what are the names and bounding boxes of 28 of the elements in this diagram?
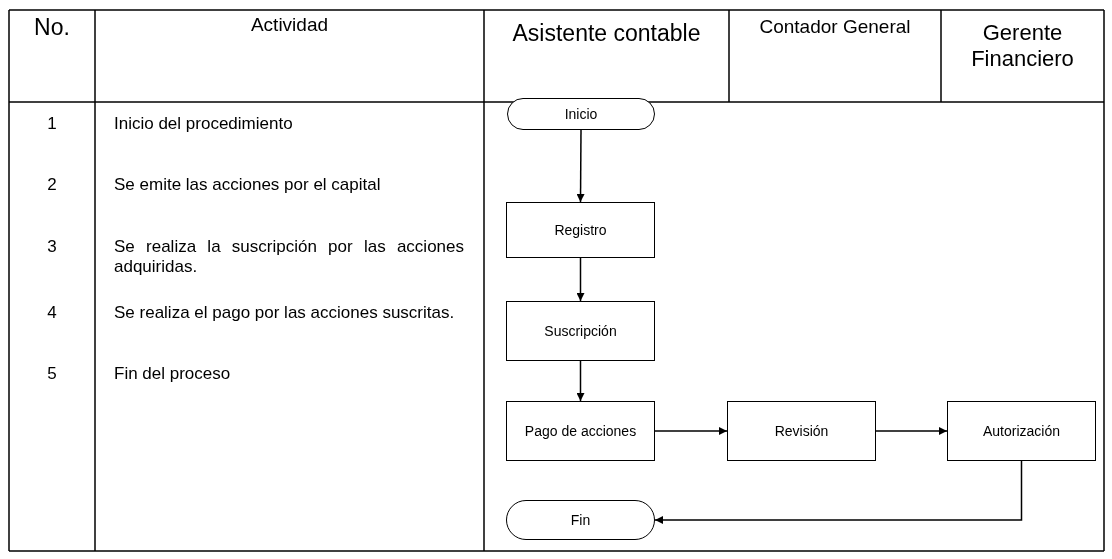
- arrow: [654, 427, 728, 435]
- column-header: No.: [33, 14, 71, 42]
- arrow: [576, 129, 585, 203]
- row-number: 3: [46, 237, 58, 257]
- column-header: Actividad: [249, 14, 330, 37]
- process-box: Suscripción: [506, 301, 655, 361]
- row-number: 5: [46, 364, 58, 384]
- arrow: [576, 360, 585, 402]
- column-header: Asistente contable: [511, 20, 702, 48]
- activity-text: Se emite las acciones por el capital: [114, 175, 382, 196]
- row-number: 1: [46, 114, 58, 134]
- activity-text: Se realiza la suscripción por las acciones adquiridas.: [114, 237, 464, 278]
- arrow: [654, 460, 1023, 524]
- row-number: 4: [46, 303, 58, 323]
- process-box: Pago de acciones: [506, 401, 655, 461]
- process-box: Registro: [506, 202, 655, 258]
- activity-text: Se realiza el pago por las acciones suscritas.: [114, 303, 456, 324]
- column-header: Gerente Financiero: [970, 20, 1075, 73]
- process-box: Revisión: [727, 401, 876, 461]
- row-number: 2: [46, 175, 58, 195]
- arrow: [576, 257, 585, 302]
- activity-text: Fin del proceso: [114, 364, 232, 385]
- arrow: [875, 427, 948, 435]
- start-terminal: Inicio: [507, 98, 655, 130]
- column-header: Contador General: [758, 16, 912, 39]
- activity-text: Inicio del procedimiento: [114, 114, 294, 135]
- process-box: Autorización: [947, 401, 1096, 461]
- end-terminal: Fin: [506, 500, 655, 540]
